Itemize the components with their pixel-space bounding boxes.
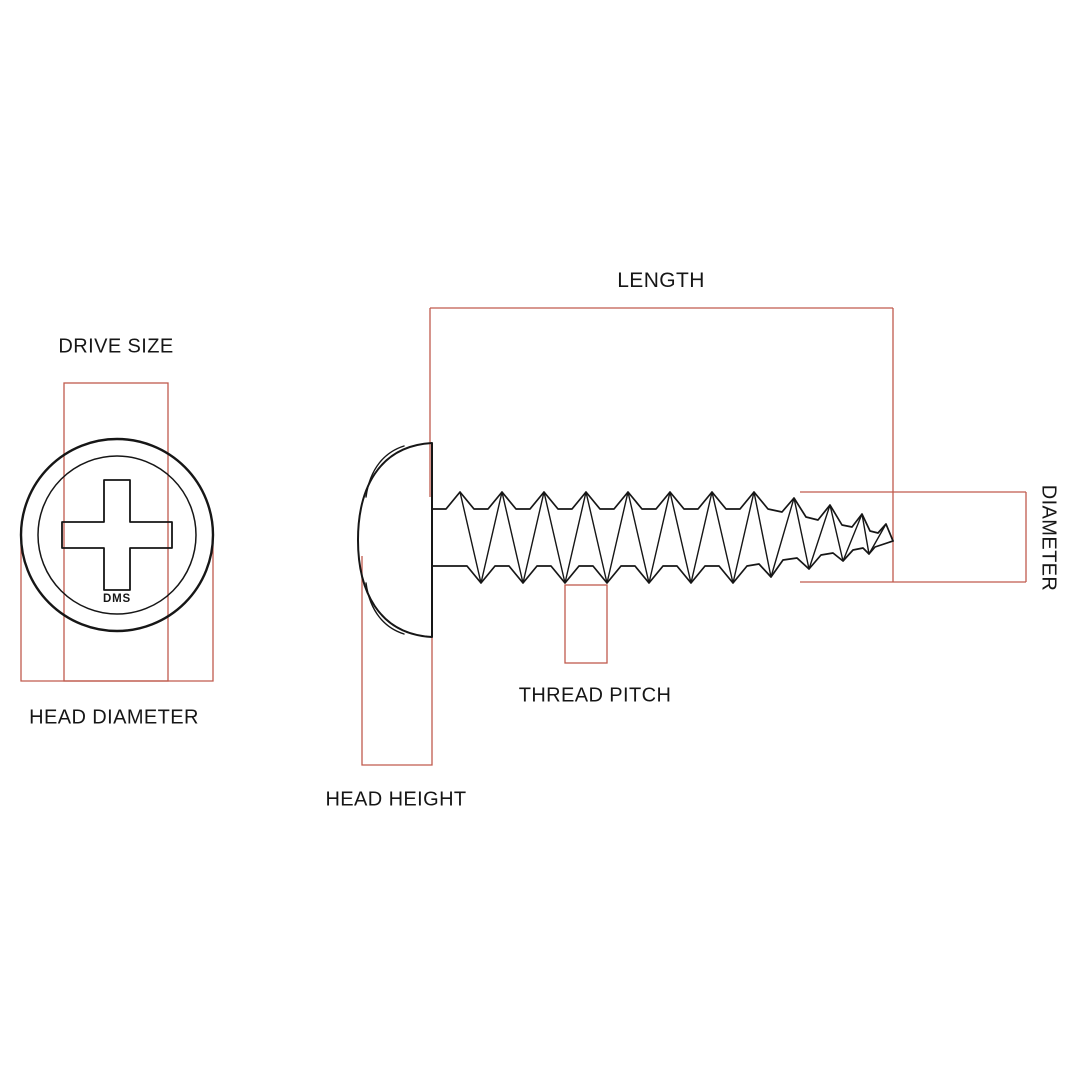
- diameter-label: DIAMETER: [1037, 484, 1060, 592]
- drive-size-label: DRIVE SIZE: [58, 335, 174, 358]
- screw-side-view: [357, 442, 894, 638]
- phillips-cross: [61, 479, 173, 591]
- thread-pitch-bracket: [564, 584, 608, 664]
- screw-front-view: [19, 437, 215, 633]
- diameter-bracket: [800, 491, 1027, 583]
- dimension-annotations: [20, 307, 1027, 766]
- head-contour-top: [365, 445, 405, 498]
- head-outline: [357, 442, 433, 638]
- thread-helix-lines: [459, 491, 887, 584]
- thread-bottom-profile: [431, 540, 894, 584]
- thread-pitch-label: THREAD PITCH: [518, 684, 672, 707]
- head-height-label: HEAD HEIGHT: [325, 788, 467, 811]
- thread-top-profile: [431, 491, 894, 542]
- head-diameter-label: HEAD DIAMETER: [29, 706, 199, 729]
- head-inner-circle: [37, 455, 197, 615]
- length-bracket: [429, 307, 894, 582]
- head-diameter-bracket: [20, 545, 214, 682]
- head-height-bracket: [361, 556, 433, 766]
- drive-size-bracket: [63, 382, 169, 682]
- head-outer-circle: [19, 437, 215, 633]
- head-contour-bottom: [365, 582, 405, 635]
- length-label: LENGTH: [617, 269, 705, 292]
- head-marking-text: DMS: [103, 593, 131, 605]
